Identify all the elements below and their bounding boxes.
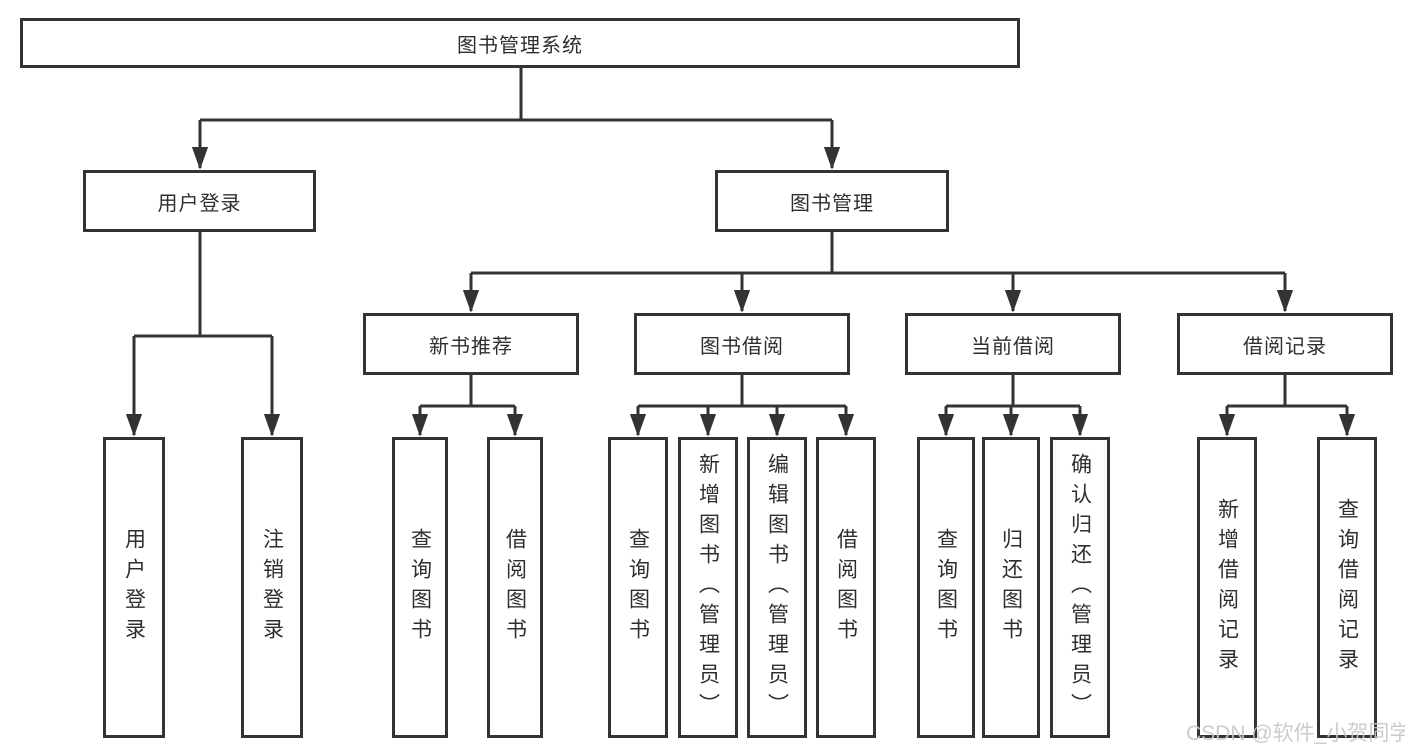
leaf-newbooks-query-books-label: 查询图书 <box>408 527 432 648</box>
leaf-current-query-books: 查询图书 <box>917 437 975 738</box>
leaf-borrow-borrow-books-label: 借阅图书 <box>834 527 858 648</box>
leaf-borrow-query-books: 查询图书 <box>608 437 668 738</box>
watermark: CSDN @软件_小贺同学 <box>1186 722 1405 745</box>
node-book-management: 图书管理 <box>715 170 949 232</box>
leaf-borrow-edit-book-admin: 编辑图书（管理员） <box>747 437 807 738</box>
node-user-login: 用户登录 <box>83 170 316 232</box>
leaf-borrow-query-books-label: 查询图书 <box>626 527 650 648</box>
node-root: 图书管理系统 <box>20 18 1020 68</box>
node-new-book-recommend-label: 新书推荐 <box>429 335 513 358</box>
leaf-borrow-add-book-admin: 新增图书（管理员） <box>678 437 738 738</box>
leaf-records-add-record-label: 新增借阅记录 <box>1215 497 1239 678</box>
leaf-logout-label: 注销登录 <box>260 527 284 648</box>
leaf-current-return-books-label: 归还图书 <box>999 527 1023 648</box>
node-root-label: 图书管理系统 <box>457 34 583 57</box>
node-current-borrowing: 当前借阅 <box>905 313 1121 375</box>
leaf-borrow-edit-book-admin-label: 编辑图书（管理员） <box>765 452 789 723</box>
leaf-records-query-record-label: 查询借阅记录 <box>1335 497 1359 678</box>
leaf-newbooks-borrow-books-label: 借阅图书 <box>503 527 527 648</box>
node-book-borrowing: 图书借阅 <box>634 313 850 375</box>
leaf-user-login: 用户登录 <box>103 437 165 738</box>
node-book-borrowing-label: 图书借阅 <box>700 335 784 358</box>
leaf-records-add-record: 新增借阅记录 <box>1197 437 1257 738</box>
node-current-borrowing-label: 当前借阅 <box>971 335 1055 358</box>
leaf-current-return-books: 归还图书 <box>982 437 1040 738</box>
leaf-user-login-label: 用户登录 <box>122 527 146 648</box>
node-borrowing-records: 借阅记录 <box>1177 313 1393 375</box>
leaf-borrow-borrow-books: 借阅图书 <box>816 437 876 738</box>
leaf-newbooks-borrow-books: 借阅图书 <box>487 437 543 738</box>
node-user-login-label: 用户登录 <box>157 192 242 215</box>
leaf-current-confirm-return-admin: 确认归还（管理员） <box>1050 437 1110 738</box>
leaf-current-query-books-label: 查询图书 <box>934 527 958 648</box>
leaf-current-confirm-return-admin-label: 确认归还（管理员） <box>1068 452 1092 723</box>
leaf-newbooks-query-books: 查询图书 <box>392 437 448 738</box>
leaf-records-query-record: 查询借阅记录 <box>1317 437 1377 738</box>
leaf-logout: 注销登录 <box>241 437 303 738</box>
node-book-management-label: 图书管理 <box>790 192 874 215</box>
node-new-book-recommend: 新书推荐 <box>363 313 579 375</box>
node-borrowing-records-label: 借阅记录 <box>1243 335 1327 358</box>
leaf-borrow-add-book-admin-label: 新增图书（管理员） <box>696 452 720 723</box>
